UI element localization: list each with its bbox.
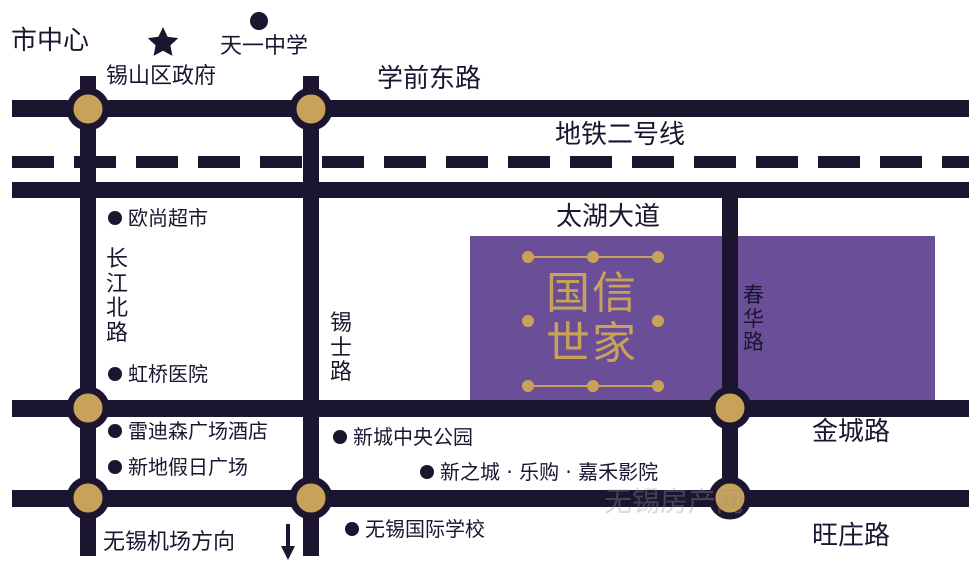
poi-dot-icon	[108, 366, 122, 381]
road-xishi	[303, 76, 319, 556]
poi-intl-school: 无锡国际学校	[345, 519, 485, 539]
road-label-xishi: 锡士路	[330, 311, 353, 386]
school-dot-icon	[250, 12, 268, 30]
project-logo-line2: 世家	[546, 318, 638, 369]
poi-xinzhicheng: 新之城 · 乐购 · 嘉禾影院	[420, 462, 658, 482]
star-icon	[147, 27, 179, 56]
poi-hongqiao-hospital: 虹桥医院	[108, 364, 208, 384]
school-top-label: 天一中学	[220, 34, 309, 59]
poi-radisson: 雷迪森广场酒店	[108, 421, 268, 441]
junction	[66, 87, 110, 131]
city-center-label: 市中心	[11, 26, 90, 56]
watermark: 无锡房产网	[604, 485, 745, 518]
road-label-xueqian-east: 学前东路	[377, 64, 482, 94]
poi-dot-icon	[108, 423, 122, 438]
district-gov-label: 锡山区政府	[106, 64, 217, 89]
poi-dot-icon	[345, 521, 359, 536]
poi-dot-icon	[420, 464, 434, 479]
poi-holiday-plaza: 新地假日广场	[108, 457, 248, 477]
road-label-wangzhuang: 旺庄路	[812, 521, 891, 551]
junction	[708, 476, 752, 520]
road-label-taihu-avenue: 太湖大道	[556, 202, 661, 232]
junction	[66, 476, 110, 520]
poi-dot-icon	[333, 429, 347, 444]
poi-ou-shang: 欧尚超市	[108, 208, 208, 228]
road-changjiang-north	[80, 76, 96, 556]
road-xueqian-east	[12, 100, 969, 117]
junction	[66, 386, 110, 430]
road-jincheng	[12, 400, 969, 417]
poi-central-park: 新城中央公园	[333, 427, 473, 447]
logo-frame	[522, 251, 664, 392]
poi-dot-icon	[108, 210, 122, 225]
road-taihu-avenue	[12, 182, 969, 198]
road-label-changjiang-north: 长江北路	[106, 247, 129, 346]
airport-direction-label: 无锡机场方向	[103, 530, 236, 555]
poi-dot-icon	[108, 459, 122, 474]
road-wangzhuang	[12, 490, 969, 507]
road-chunhua	[722, 198, 738, 500]
junction	[708, 386, 752, 430]
project-block	[470, 236, 935, 400]
junction-markers	[66, 87, 752, 520]
project-logo-line1: 国信	[546, 268, 638, 319]
road-label-metro-line-2: 地铁二号线	[555, 120, 686, 150]
arrow-down-icon	[281, 524, 295, 560]
junction	[289, 87, 333, 131]
road-label-jincheng: 金城路	[812, 417, 891, 447]
junction	[289, 476, 333, 520]
road-label-chunhua: 春华路	[743, 283, 764, 355]
